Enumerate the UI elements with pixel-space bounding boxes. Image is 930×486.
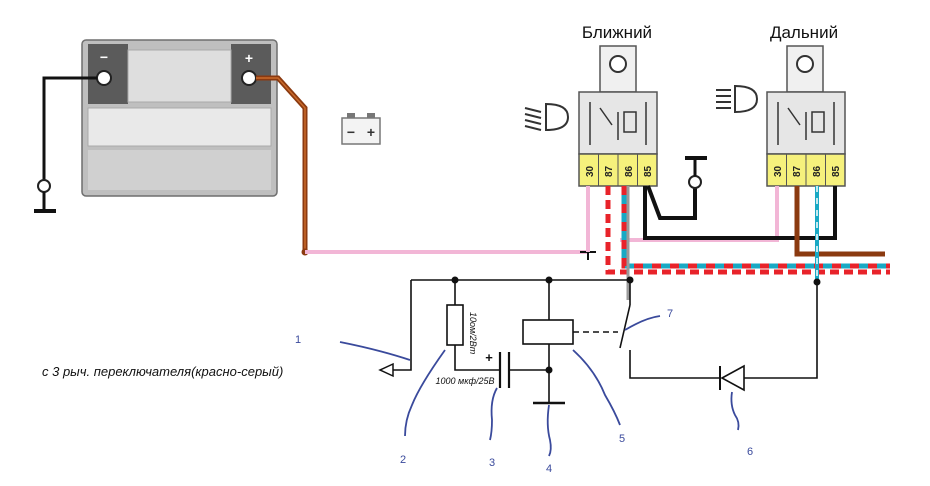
battery: − + xyxy=(81,39,278,197)
callout-line-2 xyxy=(404,349,446,437)
battery-legend-icon: − + xyxy=(341,113,381,145)
diode xyxy=(720,364,745,392)
battery-ground-wire xyxy=(34,76,97,213)
battery-minus-terminal xyxy=(96,70,112,86)
relay1-pin-30: 30 xyxy=(585,165,596,177)
callout-4: 4 xyxy=(546,463,552,475)
callout-1: 1 xyxy=(295,334,301,346)
battery-minus-label: − xyxy=(100,49,108,65)
svg-text:+: + xyxy=(367,124,375,140)
callout-line-7 xyxy=(624,315,661,331)
battery-plus-label: + xyxy=(245,50,253,66)
svg-text:−: − xyxy=(347,124,355,140)
relay2-pin-87: 87 xyxy=(792,165,803,177)
input-arrow-icon xyxy=(378,362,394,378)
relay1-pin-87: 87 xyxy=(604,165,615,177)
resistor-label: 10ом/2Вт xyxy=(468,312,478,355)
callout-3: 3 xyxy=(489,457,495,469)
control-circuit: 10ом/2Вт + 1000 мкф/25В xyxy=(378,276,821,405)
callout-2: 2 xyxy=(400,454,406,466)
relay1-pin-85: 85 xyxy=(643,165,654,177)
relay-ground-wire xyxy=(643,156,837,240)
red-cyan-wire xyxy=(621,186,890,269)
callout-5: 5 xyxy=(619,433,625,445)
battery-plus-terminal xyxy=(241,70,257,86)
callout-line-6 xyxy=(730,391,740,431)
relay-high-beam: Дальний 30 87 86 85 xyxy=(766,23,846,187)
resistor xyxy=(446,304,464,346)
relay1-pin87-wire xyxy=(605,186,890,275)
relay1-pin-86: 86 xyxy=(624,165,635,177)
callout-line-1 xyxy=(339,341,411,361)
capacitor-plus-sign: + xyxy=(485,350,493,365)
relay-low-beam-title: Ближний xyxy=(582,23,652,42)
low-beam-icon xyxy=(524,102,570,132)
callout-6: 6 xyxy=(747,446,753,458)
callout-7: 7 xyxy=(667,308,673,320)
capacitor-label: 1000 мкф/25В xyxy=(436,376,495,386)
relay-high-beam-title: Дальний xyxy=(770,23,838,42)
relay2-pin87-wire xyxy=(794,186,885,257)
relay2-pin-86: 86 xyxy=(812,165,823,177)
callout-line-5 xyxy=(572,349,621,426)
coil xyxy=(522,319,574,345)
switch-contact xyxy=(619,304,631,349)
relay2-pin-85: 85 xyxy=(831,165,842,177)
input-label: с 3 рыч. переключателя(красно-серый) xyxy=(42,364,283,379)
relay-low-beam: Ближний 30 87 86 85 xyxy=(578,23,658,187)
callout-line-4 xyxy=(546,404,552,457)
high-beam-icon xyxy=(716,84,759,114)
callouts xyxy=(339,315,740,457)
callout-line-3 xyxy=(489,387,498,441)
relay2-pin-30: 30 xyxy=(773,165,784,177)
